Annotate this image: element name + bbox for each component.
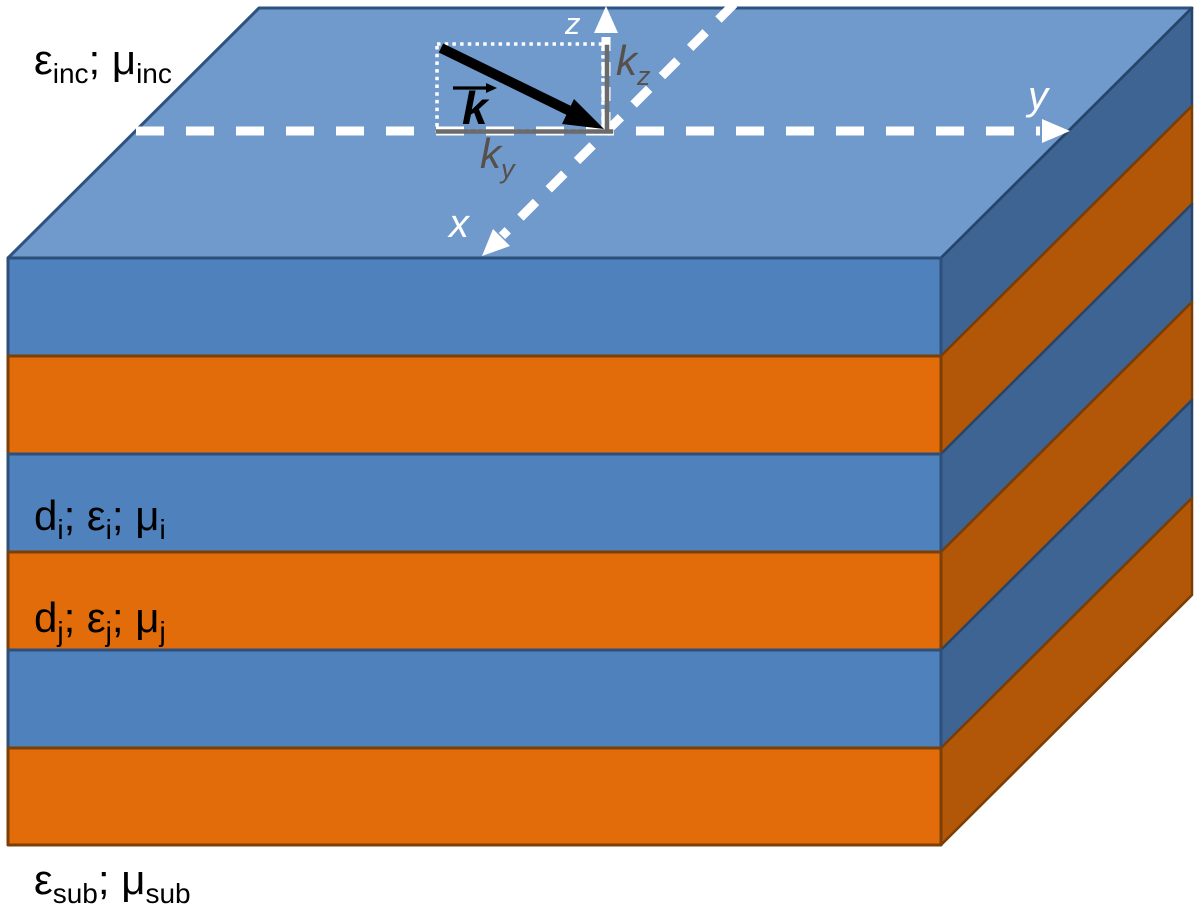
k-vector-arrowhead xyxy=(562,99,604,129)
x-axis-arrowhead xyxy=(482,229,510,256)
z-axis-arrowhead xyxy=(594,6,618,33)
front-layer-1 xyxy=(6,256,943,358)
front-faces xyxy=(6,256,943,847)
front-layer-6 xyxy=(6,746,943,847)
x-axis-line xyxy=(498,0,738,240)
front-layer-3 xyxy=(6,452,943,554)
ky-label: ky xyxy=(480,130,516,184)
k-projection-rect xyxy=(435,42,605,133)
k-vector-shaft xyxy=(438,43,577,118)
labels: z y x k ky kz εinc; μinc di; εi; μi dj; … xyxy=(34,6,1051,909)
coordinate-system xyxy=(136,0,1070,256)
front-layer-5 xyxy=(6,648,943,750)
z-axis-label: z xyxy=(564,6,581,41)
incident-medium-label: εinc; μinc xyxy=(34,36,172,89)
substrate-label: εsub; μsub xyxy=(34,856,191,909)
kz-label: kz xyxy=(616,37,651,91)
layer-j-label: dj; εj; μj xyxy=(34,594,166,647)
y-axis-arrowhead xyxy=(1042,119,1070,143)
k-vector-accent-arrow xyxy=(453,83,497,93)
layer-i-label: di; εi; μi xyxy=(34,492,166,545)
stack xyxy=(6,6,1194,847)
y-axis-label: y xyxy=(1025,74,1051,118)
front-layer-2 xyxy=(6,354,943,456)
front-layer-4 xyxy=(6,550,943,652)
k-vector-label: k xyxy=(462,82,490,134)
x-axis-label: x xyxy=(447,202,471,246)
